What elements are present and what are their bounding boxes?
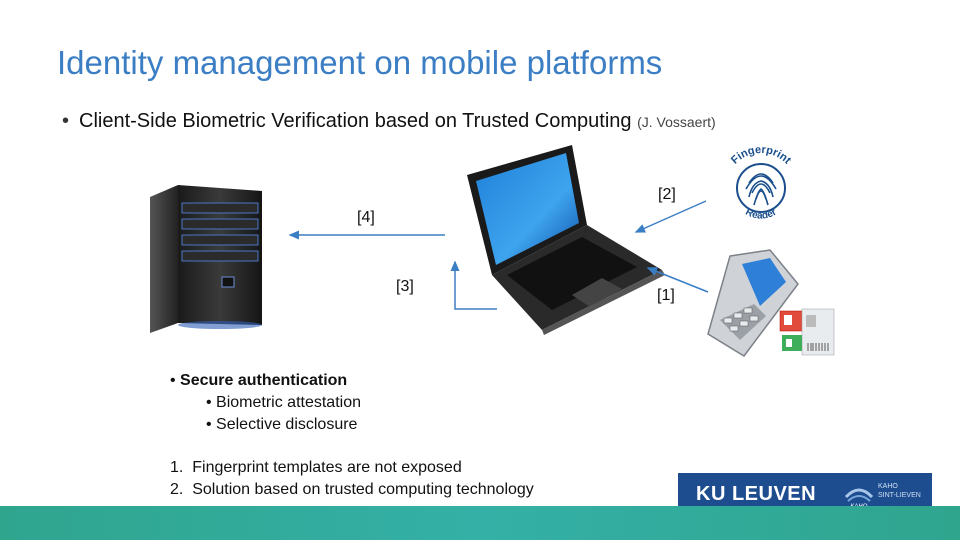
- badge-bottom-text: Reader: [744, 207, 779, 222]
- credential-cards-icon: [779, 308, 835, 356]
- mobile-phone-icon: [707, 249, 799, 357]
- logo-name: KU LEUVEN: [696, 482, 817, 505]
- note-2: 2. Solution based on trusted computing t…: [170, 481, 534, 498]
- label-3: [3]: [396, 278, 414, 295]
- label-1: [1]: [657, 287, 675, 304]
- bottom-bar: [0, 506, 960, 540]
- label-4: [4]: [357, 209, 375, 226]
- logo-mark-icon: KAHO: [844, 488, 874, 510]
- svg-text:Reader: Reader: [744, 207, 779, 222]
- feature-sub-1: • Biometric attestation: [206, 394, 361, 411]
- notes-list: 1. Fingerprint templates are not exposed…: [170, 457, 534, 501]
- feature-main: • Secure authentication: [170, 372, 348, 389]
- logo-sub-text: KAHO SINT-LIEVEN: [878, 483, 921, 499]
- label-2: [2]: [658, 186, 676, 203]
- fingerprint-reader-icon: Fingerprint Reader: [729, 144, 793, 222]
- bullet-dot: •: [62, 110, 70, 132]
- author-note: (J. Vossaert): [637, 114, 716, 130]
- feature-sub-2: • Selective disclosure: [206, 416, 358, 433]
- note-1: 1. Fingerprint templates are not exposed: [170, 459, 462, 476]
- server-icon: [150, 185, 262, 333]
- subtitle-bullet: • Client-Side Biometric Verification base…: [62, 110, 716, 133]
- feature-list: • Secure authentication • Biometric atte…: [170, 370, 361, 436]
- laptop-icon: [467, 145, 665, 335]
- slide-title: Identity management on mobile platforms: [57, 44, 663, 81]
- bullet-text: Client-Side Biometric Verification based…: [79, 110, 632, 132]
